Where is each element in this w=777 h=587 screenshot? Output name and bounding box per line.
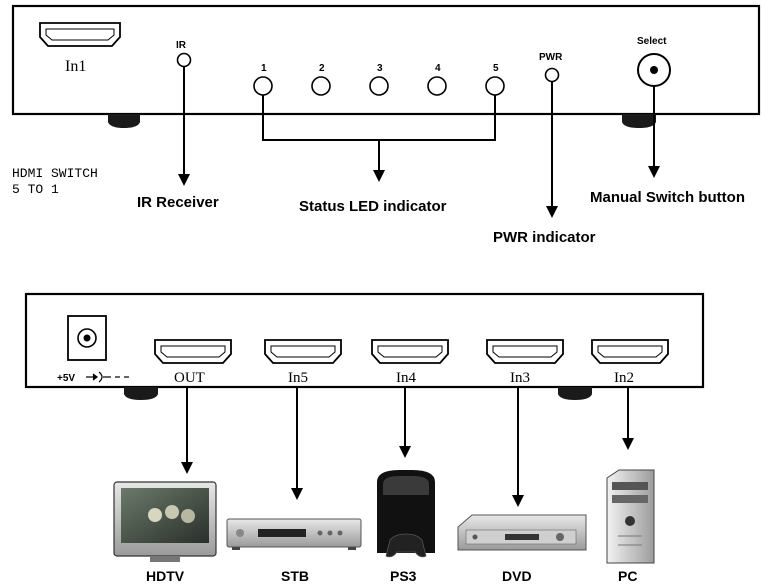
rear-foot-right	[558, 387, 592, 400]
front-panel-body	[11, 4, 761, 116]
ir-receiver-callout: IR Receiver	[137, 194, 219, 211]
dvd-label: DVD	[502, 568, 532, 584]
led-number-1: 1	[261, 63, 267, 74]
status-led-3-icon	[369, 76, 389, 96]
led-number-5: 5	[493, 63, 499, 74]
product-name-line2: 5 TO 1	[12, 182, 59, 197]
pwr-led-icon	[544, 67, 560, 83]
power-label: +5V	[57, 373, 75, 384]
ir-sensor-icon	[176, 52, 192, 68]
led-number-2: 2	[319, 63, 325, 74]
status-led-1-icon	[253, 76, 273, 96]
rear-connection-arrows	[181, 387, 634, 507]
rear-foot-left	[124, 387, 158, 400]
dc-polarity-icon	[86, 371, 129, 383]
status-led-4-icon	[427, 76, 447, 96]
product-name-line1: HDMI SWITCH	[12, 166, 98, 181]
stb-icon	[226, 518, 362, 550]
in1-hdmi-port-icon	[39, 22, 121, 47]
dvd-icon	[457, 514, 587, 551]
rear-panel-body	[24, 292, 705, 389]
in4-hdmi-port-icon	[371, 339, 449, 364]
out-hdmi-port-icon	[154, 339, 232, 364]
in3-port-label: In3	[510, 370, 530, 386]
out-port-label: OUT	[174, 370, 205, 386]
pc-tower-icon	[606, 469, 655, 564]
ps3-icon	[377, 470, 435, 558]
in3-hdmi-port-icon	[486, 339, 564, 364]
in2-port-label: In2	[614, 370, 634, 386]
in5-hdmi-port-icon	[264, 339, 342, 364]
in1-label: In1	[65, 58, 86, 75]
select-label: Select	[637, 36, 667, 47]
pwr-label: PWR	[539, 52, 563, 63]
power-jack-icon	[67, 315, 107, 361]
led-number-4: 4	[435, 63, 441, 74]
status-led-callout: Status LED indicator	[299, 198, 447, 215]
status-led-row: 1 2 3 4 5	[253, 63, 505, 96]
hdtv-icon	[113, 481, 217, 562]
status-led-5-icon	[485, 76, 505, 96]
ps3-label: PS3	[390, 568, 417, 584]
pc-label: PC	[618, 568, 637, 584]
ir-label: IR	[176, 40, 187, 51]
in4-port-label: In4	[396, 370, 416, 386]
rear-panel: +5V OUT In5	[24, 292, 705, 400]
front-panel: In1 IR 1 2 3 4 5 PWR Select	[11, 4, 761, 128]
hdtv-label: HDTV	[146, 568, 185, 584]
led-number-3: 3	[377, 63, 383, 74]
select-button-icon	[637, 53, 671, 87]
in2-hdmi-port-icon	[591, 339, 669, 364]
front-callout-arrows	[178, 67, 660, 218]
manual-switch-callout: Manual Switch button	[590, 189, 745, 206]
front-foot-right	[622, 114, 656, 128]
in5-port-label: In5	[288, 370, 308, 386]
status-led-2-icon	[311, 76, 331, 96]
front-foot-left	[108, 114, 140, 128]
pwr-indicator-callout: PWR indicator	[493, 229, 596, 246]
stb-label: STB	[281, 568, 309, 584]
